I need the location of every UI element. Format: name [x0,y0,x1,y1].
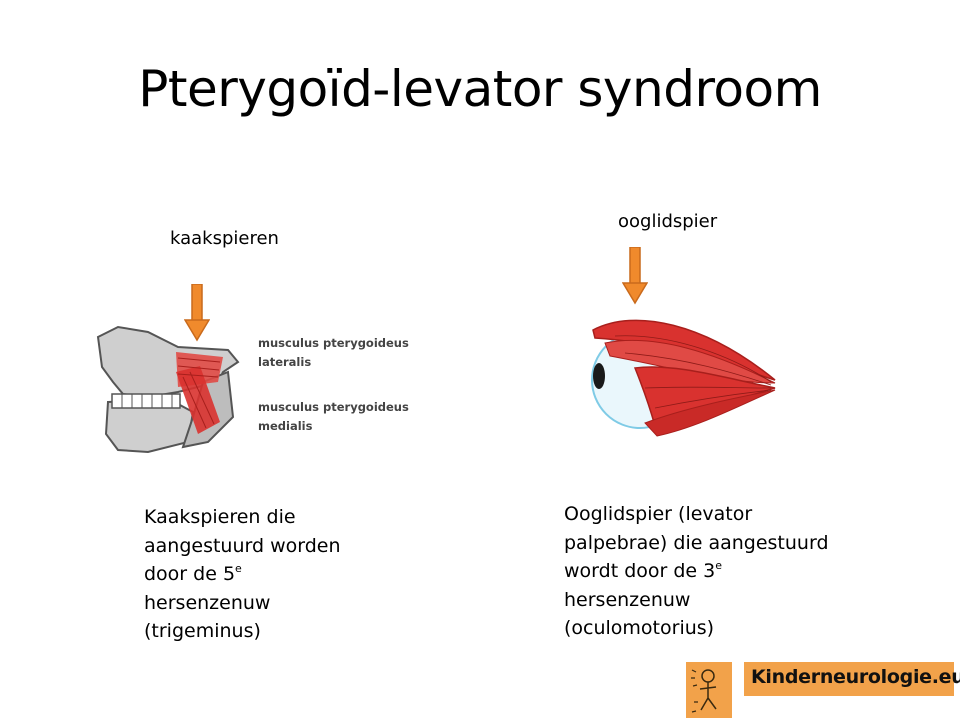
annotation-medialis-line2: medialis [258,419,313,433]
child-figure-icon [686,662,732,718]
annotation-medialis-line1: musculus pterygoideus [258,400,409,414]
eyelid-caption: Ooglidspier (levator palpebrae) die aang… [564,500,829,643]
eyelid-caption-line2: palpebrae) die aangestuurd [564,531,829,554]
eyelid-caption-line5: (oculomotorius) [564,617,715,639]
skull-bone [96,325,240,454]
eyelid-caption-line3: wordt door de 3e [564,557,829,586]
levator-palpebrae-muscle [592,319,776,437]
jaw-caption: Kaakspieren die aangestuurd worden door … [144,503,341,646]
eyelid-caption-line1: Ooglidspier (levator [564,503,753,525]
jaw-caption-line3: door de 5e [144,560,341,589]
site-logo-box[interactable] [744,662,954,696]
annotation-lateralis-line1: musculus pterygoideus [258,336,409,350]
down-arrow-icon [622,247,648,305]
page-title: Pterygoïd-levator syndroom [138,60,822,118]
jaw-muscles-figure [96,325,240,454]
jaw-caption-line3-text: door de 5 [144,563,236,585]
eyelid-caption-line4: hersenzenuw [564,588,691,611]
eyelid-muscle-label: ooglidspier [618,211,718,232]
eyelid-caption-line3-text: wordt door de 3 [564,560,716,582]
site-logo-text[interactable]: Kinderneurologie.eu [751,666,960,688]
annotation-lateralis-line2: lateralis [258,355,312,369]
pterygoid-muscles [176,352,223,434]
jaw-muscles-label: kaakspieren [170,228,279,249]
jaw-caption-line2: aangestuurd worden [144,534,341,557]
jaw-caption-line4: hersenzenuw [144,591,271,614]
jaw-caption-line5: (trigeminus) [144,620,261,642]
eyelid-caption-superscript: e [715,559,723,572]
jaw-caption-superscript: e [235,562,242,575]
down-arrow-icon [184,284,210,342]
jaw-caption-line1: Kaakspieren die [144,506,296,528]
eye-muscle-figure [591,319,776,437]
